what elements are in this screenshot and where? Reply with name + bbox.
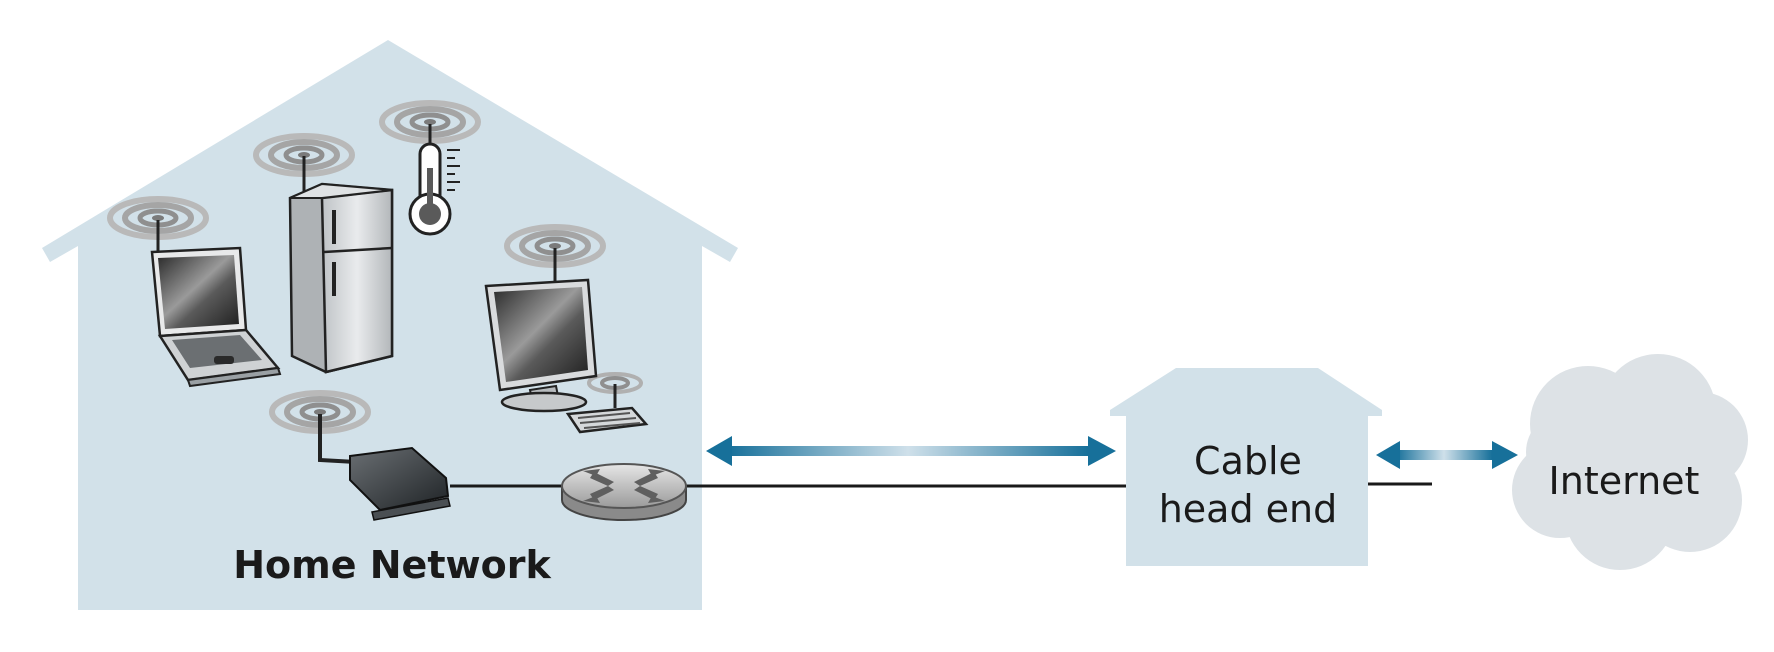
internet-label: Internet	[1549, 459, 1700, 503]
desktop-computer-icon	[484, 248, 598, 413]
router-icon	[561, 463, 687, 521]
laptop-icon	[150, 220, 282, 388]
double-arrow-headend-internet	[1376, 441, 1518, 469]
refrigerator-icon	[288, 156, 394, 374]
keyboard-icon	[565, 384, 649, 434]
headend-label-line2: head end	[1159, 487, 1338, 531]
headend-roof	[1110, 368, 1382, 566]
home-network-label: Home Network	[233, 543, 551, 587]
thermometer-icon	[408, 124, 460, 236]
cloud-icon	[1512, 354, 1748, 570]
cable-headend-building	[1110, 368, 1382, 566]
headend-label-line1: Cable	[1194, 439, 1302, 483]
double-arrow-home-headend	[706, 436, 1116, 466]
wireless-access-point-icon	[318, 414, 451, 521]
